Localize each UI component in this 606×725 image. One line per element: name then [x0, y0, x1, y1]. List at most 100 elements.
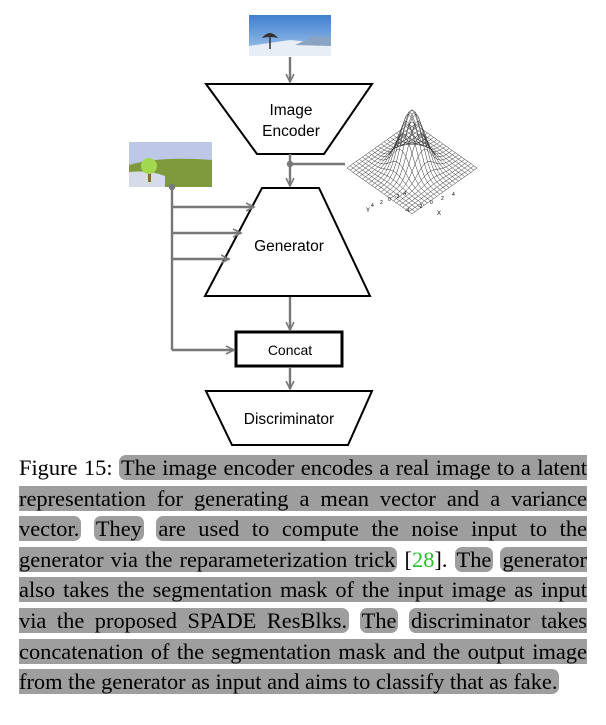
- surface-mesh-line: [461, 167, 465, 171]
- surface-mesh-line: [427, 191, 431, 195]
- citation-link[interactable]: 28: [412, 546, 435, 572]
- surface-mesh-line: [467, 169, 472, 173]
- concat-label: Concat: [268, 342, 312, 358]
- surface-mesh-line: [414, 178, 419, 185]
- surface-mesh-line: [408, 137, 413, 142]
- surface-mesh-line: [461, 156, 465, 160]
- surface-mesh-line: [414, 143, 419, 157]
- surface-mesh-line: [436, 163, 441, 170]
- surface-mesh-line: [449, 178, 453, 182]
- surface-mesh-line: [377, 171, 382, 174]
- surface-mesh-line: [442, 147, 447, 151]
- surface-mesh-line: [368, 161, 372, 164]
- surface-mesh-line: [387, 196, 391, 199]
- surface-mesh-line: [405, 187, 410, 192]
- surface-mesh-line: [383, 151, 388, 154]
- surface-mesh-line: [359, 176, 363, 180]
- surface-mesh-line: [362, 174, 366, 177]
- surface-mesh-line: [362, 156, 366, 160]
- surface-mesh-line: [383, 153, 388, 158]
- surface-mesh-line: [411, 200, 416, 204]
- surface-mesh-line: [445, 150, 450, 153]
- surface-mesh-line: [445, 152, 450, 155]
- surface-mesh-line: [383, 179, 388, 183]
- surface-mesh-line: [424, 188, 428, 192]
- surface-mesh-line: [424, 182, 428, 186]
- surface-mesh-line: [442, 166, 447, 169]
- surface-mesh-line: [380, 189, 385, 193]
- surface-mesh-line: [387, 189, 391, 193]
- surface-mesh-line: [387, 148, 391, 152]
- surface-mesh-line: [390, 146, 394, 150]
- surface-mesh-line: [458, 163, 462, 167]
- surface-mesh-line: [402, 141, 406, 143]
- surface-mesh-line: [439, 172, 444, 175]
- surface-mesh-line: [433, 156, 438, 164]
- surface-mesh-line: [359, 172, 363, 175]
- surface-mesh-line: [445, 178, 450, 182]
- caption-citation: [28].: [404, 546, 448, 572]
- surface-mesh-line: [470, 165, 475, 169]
- surface-mesh-line: [377, 150, 382, 153]
- surface-mesh-line: [458, 154, 462, 158]
- surface-mesh-line: [402, 151, 407, 157]
- surface-mesh-line: [368, 174, 372, 177]
- surface-mesh-line: [390, 179, 394, 185]
- surface-mesh-line: [374, 145, 379, 149]
- surface-mesh-line: [383, 181, 388, 186]
- surface-mesh-line: [433, 189, 437, 193]
- surface-mesh-line: [418, 184, 422, 189]
- surface-mesh-line: [371, 156, 375, 160]
- surface-mesh-line: [402, 190, 406, 194]
- surface-mesh-line: [408, 178, 413, 184]
- surface-mesh-line: [408, 114, 413, 119]
- surface-mesh-line: [430, 141, 434, 144]
- surface-mesh-line: [371, 163, 375, 166]
- surface-mesh-line: [371, 167, 375, 170]
- surface-mesh-line: [405, 204, 410, 208]
- surface-mesh-line: [449, 158, 453, 162]
- surface-mesh-line: [402, 156, 407, 169]
- surface-mesh-line: [414, 200, 419, 204]
- surface-axis-x-label: X: [437, 211, 441, 217]
- surface-mesh-line: [390, 169, 394, 172]
- surface-mesh-line: [365, 172, 369, 175]
- surface-mesh-line: [452, 167, 456, 171]
- surface-mesh-line: [430, 183, 434, 187]
- surface-mesh-line: [374, 182, 379, 186]
- surface-mesh-line: [396, 200, 400, 204]
- surface-mesh-line: [436, 149, 440, 152]
- surface-mesh-line: [449, 171, 453, 175]
- surface-mesh-line: [467, 172, 472, 175]
- surface-mesh-line: [396, 185, 400, 190]
- surface-mesh-line: [377, 155, 382, 159]
- surface-mesh-line: [445, 162, 450, 166]
- surface-mesh-line: [436, 139, 441, 142]
- surface-mesh-line: [374, 160, 379, 163]
- surface-mesh-line: [418, 128, 422, 132]
- surface-mesh-line: [430, 139, 434, 142]
- surface-mesh-line: [439, 163, 444, 169]
- surface-mesh-line: [449, 154, 453, 158]
- surface-mesh-line: [371, 169, 375, 173]
- surface-mesh-line: [408, 114, 413, 124]
- surface-mesh-line: [380, 147, 385, 151]
- caption-highlight: discriminator takes concatenation of the…: [19, 607, 587, 695]
- surface-mesh-line: [452, 180, 456, 184]
- surface-mesh-line: [442, 175, 447, 179]
- surface-mesh-line: [399, 151, 403, 164]
- surface-mesh-line: [411, 163, 416, 172]
- surface-mesh-line: [396, 163, 400, 174]
- surface-mesh-line: [455, 176, 459, 180]
- surface-mesh-line: [442, 171, 447, 174]
- surface-mesh-line: [442, 145, 447, 149]
- surface-mesh-line: [380, 172, 385, 175]
- surface-mesh-line: [414, 190, 419, 194]
- surface-mesh-line: [430, 161, 434, 163]
- surface-mesh-line: [365, 180, 369, 184]
- surface-mesh-line: [396, 130, 400, 134]
- surface-mesh-line: [384, 158, 388, 161]
- surface-mesh-line: [390, 137, 394, 140]
- surface-mesh-line: [464, 167, 468, 171]
- surface-mesh-line: [377, 154, 382, 157]
